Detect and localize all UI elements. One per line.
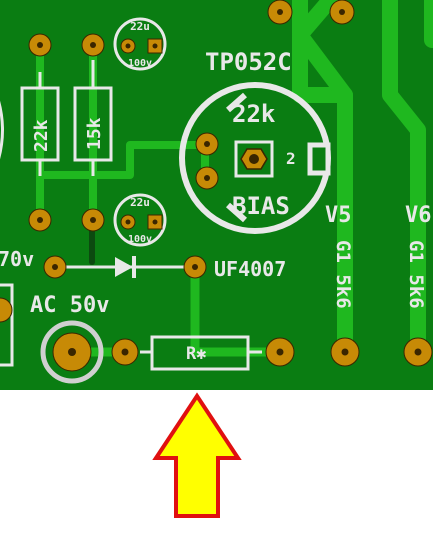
cap-top-value: 22u bbox=[130, 20, 150, 33]
pcb-layout: TP052C 22k 2 BIAS 22u 100v 22u 100v 22k … bbox=[0, 0, 433, 384]
up-arrow-icon bbox=[152, 392, 242, 518]
silkscreen-outlines bbox=[0, 60, 262, 371]
cap-bottom-value: 22u bbox=[130, 196, 150, 209]
diode-left-label: 70v bbox=[0, 247, 34, 271]
resistor-right-label: 15k bbox=[84, 117, 105, 150]
ac-input-pad bbox=[40, 320, 104, 384]
cap-top-voltage: 100v bbox=[128, 58, 152, 69]
bias-potentiometer bbox=[179, 82, 331, 234]
chip-label: TP052C bbox=[205, 48, 292, 76]
pad-holes bbox=[37, 9, 422, 356]
pcb-board: TP052C 22k 2 BIAS 22u 100v 22u 100v 22k … bbox=[0, 0, 433, 390]
ac-label: AC 50v bbox=[30, 293, 109, 318]
pointer-area bbox=[0, 390, 433, 541]
capacitor-bottom bbox=[113, 193, 167, 247]
diode-icon bbox=[60, 256, 195, 278]
g1-label-a: G1 5k6 bbox=[332, 240, 354, 309]
resistor-left-label: 22k bbox=[31, 119, 52, 152]
capacitor-top bbox=[113, 17, 167, 71]
diode-label: UF4007 bbox=[214, 257, 286, 281]
v6-label: V6 bbox=[405, 203, 432, 228]
cap-bottom-voltage: 100v bbox=[128, 234, 152, 245]
g1-label-b: G1 5k6 bbox=[405, 240, 427, 309]
pot-pin-label: 2 bbox=[286, 149, 296, 168]
pot-name-label: BIAS bbox=[232, 192, 290, 220]
v5-label: V5 bbox=[325, 203, 352, 228]
pot-value-label: 22k bbox=[232, 100, 276, 128]
resistor-bottom-label: R✱ bbox=[186, 344, 206, 364]
